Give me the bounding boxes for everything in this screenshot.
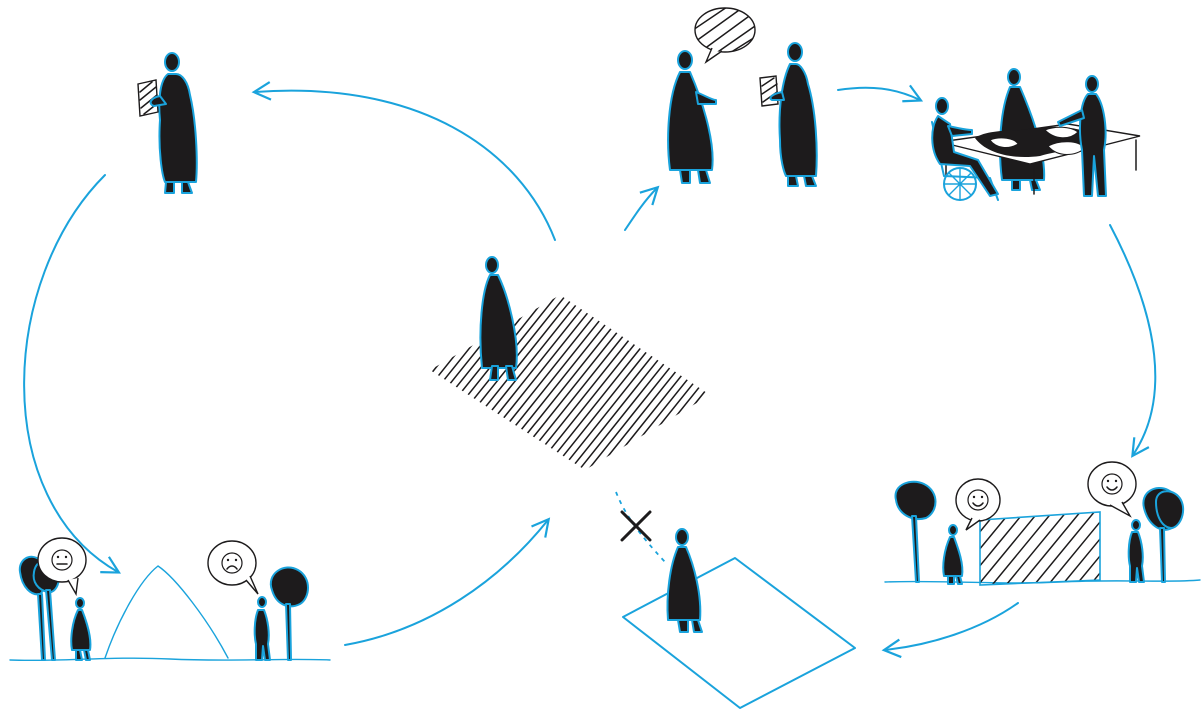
hatch-line	[1086, 505, 1156, 590]
cycle-arrow-icon	[885, 603, 1018, 650]
person-figure-icon	[1129, 520, 1144, 582]
person-with-document	[138, 53, 197, 193]
happy-community-scene	[885, 462, 1203, 590]
hatch-line	[706, 280, 866, 480]
two-people-talking	[668, 0, 817, 186]
hatch-line	[283, 280, 443, 480]
smiley-face-icon	[956, 479, 1000, 530]
cycle-arrow-icon	[345, 520, 548, 645]
hatch-line	[319, 280, 479, 480]
center-scene	[220, 257, 911, 480]
tent-scene	[10, 538, 330, 660]
hatch-line	[643, 280, 803, 480]
person-figure-icon	[71, 598, 90, 660]
hatch-line	[535, 280, 695, 480]
hatch-line	[553, 280, 713, 480]
hatch-line	[1044, 505, 1114, 590]
hatch-line	[724, 280, 884, 480]
hatch-line	[310, 280, 470, 480]
cycle-arrow-icon	[838, 88, 920, 100]
hatch-line	[607, 280, 767, 480]
hatch-line	[256, 280, 416, 480]
tree-icon	[271, 567, 308, 660]
document-icon	[760, 76, 778, 106]
hatch-line	[571, 280, 731, 480]
hatch-line	[670, 280, 830, 480]
person-figure-icon	[255, 597, 270, 660]
hatch-line	[580, 280, 740, 480]
hatch-line	[616, 280, 776, 480]
hatch-line	[400, 280, 560, 480]
hatch-line	[508, 280, 668, 480]
hatch-line	[301, 280, 461, 480]
hatch-line	[652, 280, 812, 480]
hatch-line	[598, 280, 758, 480]
hatch-line	[1016, 505, 1086, 590]
hatch-line	[517, 280, 677, 480]
hatch-line	[1058, 505, 1128, 590]
hatch-line	[247, 280, 407, 480]
hatch-line	[499, 280, 659, 480]
hatch-line	[1030, 505, 1100, 590]
hatch-line	[625, 280, 785, 480]
hatch-line	[220, 280, 380, 480]
person-figure-icon	[779, 43, 816, 186]
frown-face-icon	[208, 541, 258, 594]
plot-outline	[623, 558, 855, 708]
hatch-line	[751, 280, 911, 480]
speech-bubble-icon	[690, 0, 760, 62]
hatch-line	[715, 280, 875, 480]
hatch-line	[526, 280, 686, 480]
hatch-line	[337, 280, 497, 480]
hatch-line	[634, 280, 794, 480]
excluded-person-scene	[616, 492, 855, 708]
hatch-line	[265, 280, 425, 480]
hatch-line	[742, 280, 902, 480]
hatch-line	[679, 280, 839, 480]
ground-line	[10, 658, 330, 660]
smiley-face-icon	[1088, 462, 1136, 516]
person-figure-icon	[667, 529, 702, 632]
hatch-line	[544, 280, 704, 480]
person-figure-icon	[668, 51, 716, 183]
hatch-line	[382, 280, 542, 480]
tree-icon	[895, 482, 935, 582]
hatch-line	[688, 280, 848, 480]
hatch-line	[238, 280, 398, 480]
cycle-arrow-icon	[1110, 225, 1155, 455]
group-around-map-table	[932, 69, 1140, 200]
hatch-line	[445, 280, 605, 480]
hatch-line	[589, 280, 749, 480]
hatch-line	[292, 280, 452, 480]
cross-mark-icon	[622, 512, 650, 540]
hatched-ground	[220, 280, 911, 480]
hatch-line	[661, 280, 821, 480]
hatch-line	[562, 280, 722, 480]
hatch-line	[229, 280, 389, 480]
hatch-line	[274, 280, 434, 480]
cycle-arrow-icon	[24, 175, 118, 572]
hatch-line	[391, 280, 551, 480]
person-figure-icon	[943, 525, 962, 584]
hatch-line	[697, 280, 857, 480]
cycle-arrow-icon	[625, 188, 657, 230]
dotted-path	[616, 492, 665, 562]
hatch-line	[454, 280, 614, 480]
person-figure-icon	[480, 257, 516, 380]
hatch-line	[328, 280, 488, 480]
hatch-line	[733, 280, 893, 480]
cycle-arrow-icon	[255, 91, 555, 240]
tent-outline	[105, 566, 228, 658]
